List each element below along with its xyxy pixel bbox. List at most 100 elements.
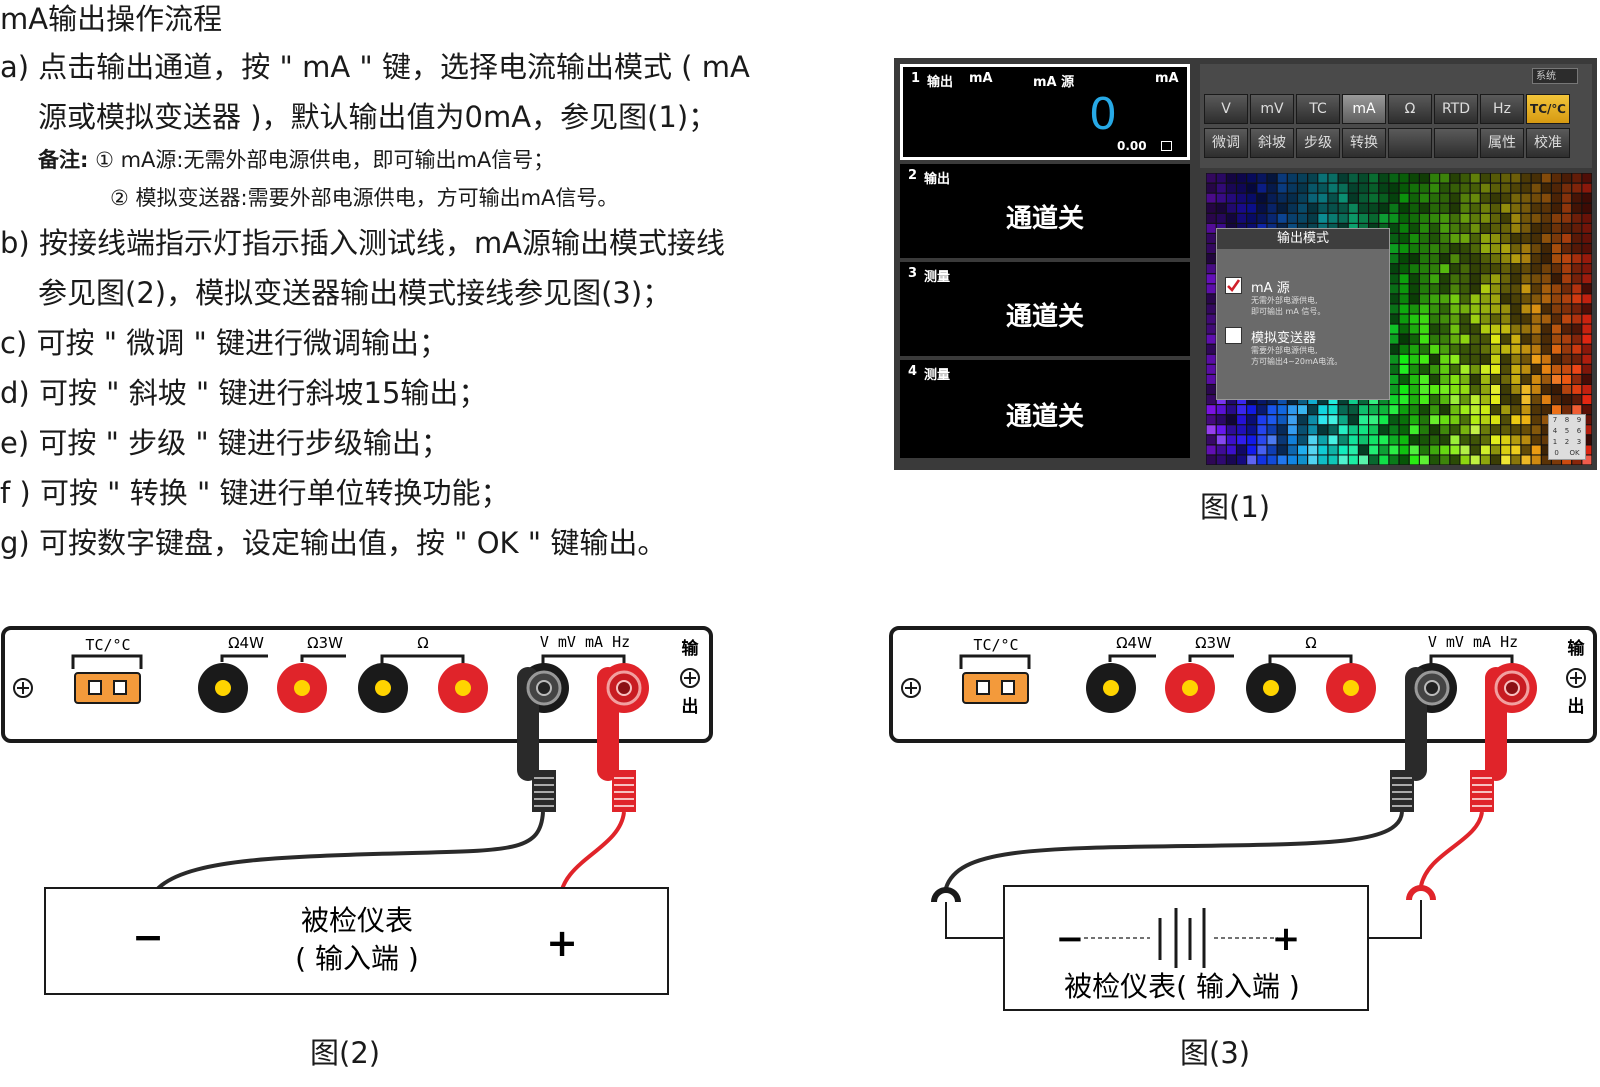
tc-socket[interactable] [74,672,141,704]
btn-step[interactable]: 步级 [1296,128,1340,158]
key-8[interactable]: 8 [1564,416,1570,424]
mosaic-tile [1480,364,1490,374]
btn-rtd[interactable]: RTD [1434,94,1478,124]
btn-tc-celsius[interactable]: TC/℃ [1526,94,1570,124]
mosaic-tile [1582,405,1592,415]
mosaic-tile [1399,334,1409,344]
mosaic-tile [1470,274,1480,284]
mosaic-tile [1470,203,1480,213]
btn-calibrate[interactable]: 校准 [1526,128,1570,158]
mosaic-tile [1430,385,1440,394]
key-6[interactable]: 6 [1576,427,1582,435]
mosaic-tile [1409,455,1419,465]
key-5[interactable]: 5 [1564,427,1570,435]
tc-socket-3[interactable] [962,672,1029,704]
edit-icon[interactable] [1161,141,1172,151]
mosaic-tile [1582,425,1592,435]
terminal-black-2[interactable] [358,663,408,713]
btn-tc[interactable]: TC [1296,94,1340,124]
terminal-red-2-f3[interactable] [1326,663,1376,713]
ch4-mode: 测量 [924,368,951,383]
mosaic-tile [1541,415,1551,425]
channel-3-panel[interactable]: 3 测量 通道关 [900,262,1190,356]
channel-2-panel[interactable]: 2 输出 通道关 [900,164,1190,258]
mosaic-tile [1521,425,1531,435]
mosaic-tile [1440,425,1450,435]
key-4[interactable]: 4 [1552,427,1558,435]
key-9[interactable]: 9 [1576,416,1582,424]
mosaic-tile [1470,223,1480,233]
mosaic-tile [1531,264,1541,274]
key-7[interactable]: 7 [1552,416,1558,424]
terminal-red-2[interactable] [438,663,488,713]
mosaic-tile [1399,294,1409,304]
mosaic-tile [1430,254,1440,264]
channel-4-panel[interactable]: 4 测量 通道关 [900,360,1190,458]
key-0[interactable]: 0 [1554,449,1559,457]
terminal-red-1[interactable] [277,663,327,713]
mosaic-tile [1531,334,1541,344]
key-ok[interactable]: OK [1569,449,1580,457]
mosaic-tile [1287,173,1297,183]
mosaic-tile [1460,234,1470,243]
terminal-black-1[interactable] [198,663,248,713]
mosaic-tile [1440,445,1450,455]
btn-properties[interactable]: 属性 [1480,128,1524,158]
btn-mv[interactable]: mV [1250,94,1294,124]
mosaic-tile [1511,334,1521,344]
mosaic-tile [1531,274,1541,284]
mosaic-tile [1237,435,1247,445]
btn-empty-2[interactable] [1434,128,1478,158]
mosaic-tile [1430,294,1440,304]
channel-1-panel[interactable]: 1 输出 mA mA 源 mA 0 0.00 [900,64,1190,160]
btn-v[interactable]: V [1204,94,1248,124]
mosaic-tile [1409,405,1419,415]
mosaic-tile [1389,254,1399,264]
btn-convert[interactable]: 转换 [1342,128,1386,158]
mosaic-tile [1541,324,1551,334]
mosaic-tile [1572,203,1582,213]
key-3[interactable]: 3 [1576,438,1582,446]
mosaic-tile [1430,455,1440,465]
mosaic-tile [1359,435,1368,445]
btn-ramp[interactable]: 斜坡 [1250,128,1294,158]
terminal-black-2-f3[interactable] [1246,663,1296,713]
mosaic-tile [1419,213,1429,223]
terminal-black-1-f3[interactable] [1086,663,1136,713]
numeric-keypad[interactable]: 7 8 9 4 5 6 1 2 3 0 OK [1548,414,1586,460]
vma-label-3: V mV mA Hz [1428,633,1518,651]
terminal-red-1-f3[interactable] [1165,663,1215,713]
btn-empty-1[interactable] [1388,128,1432,158]
btn-ohm[interactable]: Ω [1388,94,1432,124]
ch1-value: 0 [1089,89,1117,140]
mosaic-tile [1562,173,1572,183]
btn-ma[interactable]: mA [1342,94,1386,124]
mosaic-tile [1399,344,1409,354]
ma-source-checkbox[interactable] [1225,277,1242,294]
mosaic-tile [1501,405,1511,415]
mosaic-tile [1308,213,1318,223]
key-2[interactable]: 2 [1564,438,1570,446]
key-1[interactable]: 1 [1552,438,1558,446]
mosaic-tile [1541,334,1551,344]
mosaic-tile [1298,203,1307,213]
mosaic-tile [1206,284,1216,294]
system-button[interactable]: 系统 [1532,68,1578,84]
ch1-unit-left: mA [969,71,993,86]
mosaic-tile [1287,445,1297,455]
mosaic-tile [1298,405,1307,415]
mosaic-tile [1440,244,1450,253]
mosaic-tile [1521,193,1531,203]
mosaic-tile [1206,193,1216,203]
ma-source-hint1: 无需外部电源供电, [1251,296,1318,305]
mosaic-tile [1419,385,1429,394]
mosaic-tile [1480,425,1490,435]
btn-fine-tune[interactable]: 微调 [1204,128,1248,158]
mosaic-tile [1460,405,1470,415]
btn-hz[interactable]: Hz [1480,94,1524,124]
mosaic-tile [1541,254,1551,264]
mosaic-tile [1511,274,1521,284]
transmitter-checkbox[interactable] [1225,327,1242,344]
mosaic-tile [1521,324,1531,334]
mosaic-tile [1562,284,1572,294]
